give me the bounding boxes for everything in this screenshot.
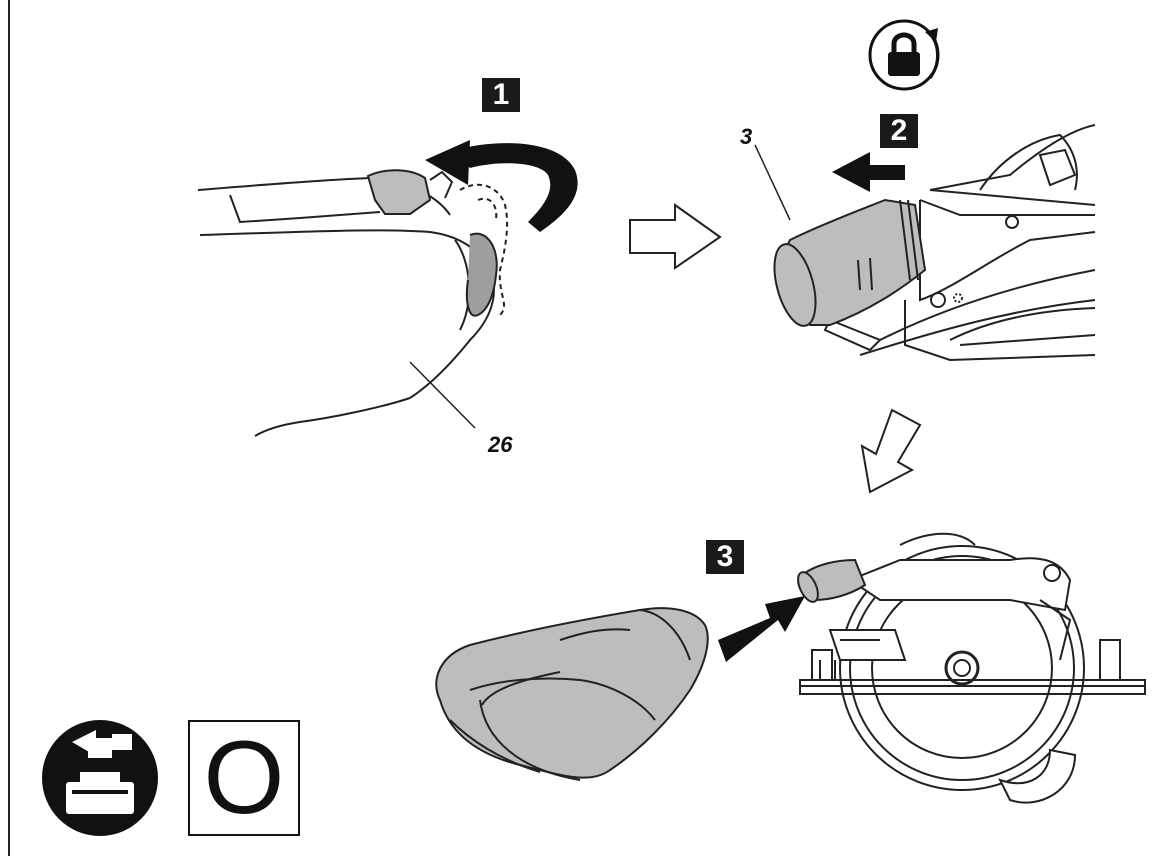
callout-leader-3 <box>754 144 791 221</box>
padlock-rotate-icon <box>868 19 940 91</box>
saw-nozzle-illustration <box>773 124 1096 362</box>
page-border <box>8 0 10 856</box>
step-badge-3: 3 <box>706 540 744 574</box>
step-badge-1: 1 <box>482 78 520 112</box>
next-arrow-icon <box>629 203 722 270</box>
step-badge-2: 2 <box>880 114 918 148</box>
callout-26: 26 <box>488 432 513 457</box>
battery-remove-icon <box>42 720 158 836</box>
callout-3: 3 <box>740 124 753 149</box>
switch-off-label: O <box>203 720 285 836</box>
push-arrow-icon <box>832 152 905 192</box>
circular-saw-illustration <box>797 532 1146 804</box>
dust-bag-illustration <box>435 607 709 781</box>
rotate-arrow-icon <box>425 140 578 232</box>
insert-arrow-icon <box>718 596 805 662</box>
dust-bag-clip-illustration <box>197 169 509 437</box>
switch-off-symbol: O <box>188 720 300 836</box>
down-arrow-icon <box>860 408 922 494</box>
